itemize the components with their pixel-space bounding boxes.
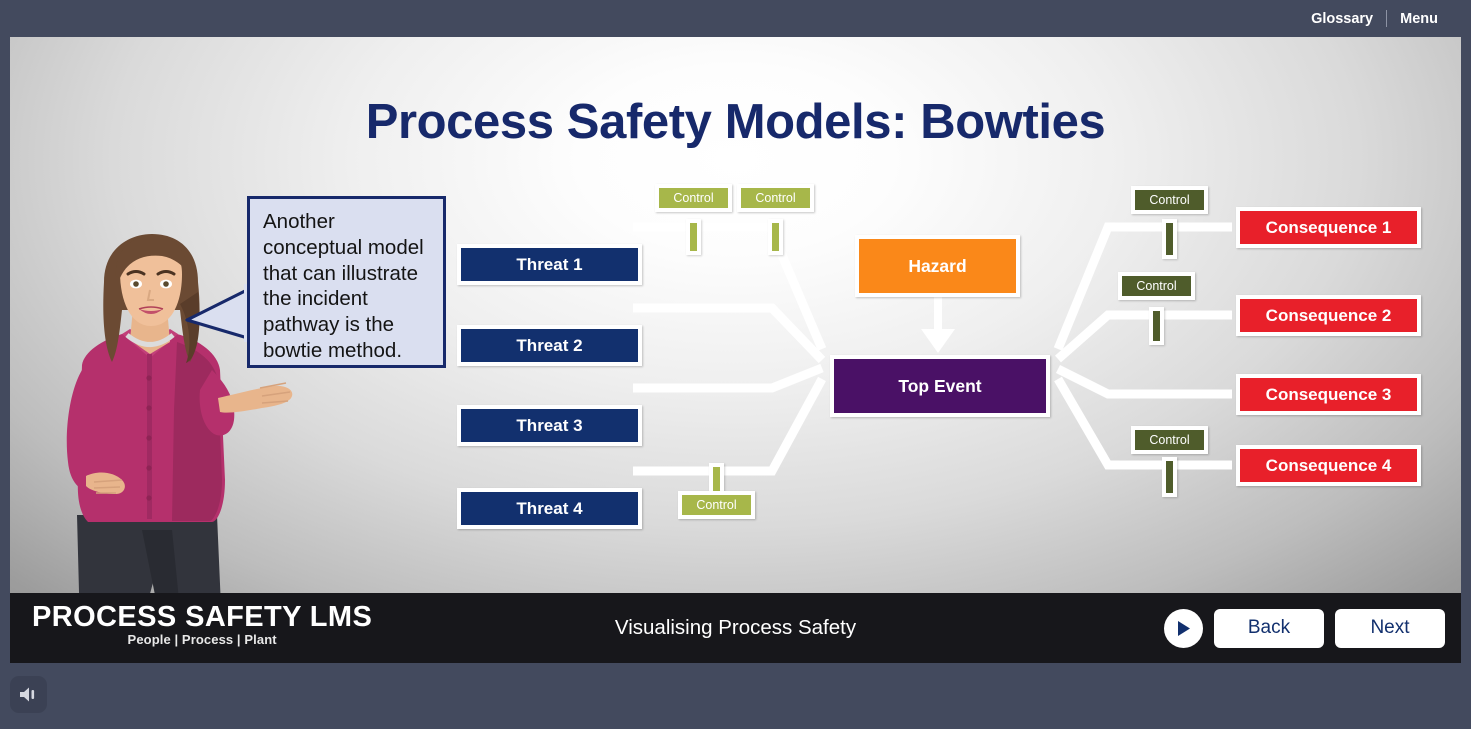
hazard-label: Hazard (908, 255, 967, 276)
control-label: Control (755, 191, 796, 205)
consequence-label: Consequence 2 (1265, 305, 1392, 325)
control-label: Control (1149, 193, 1190, 207)
control-stem-right-3 (1162, 457, 1177, 497)
threat-box-2[interactable]: Threat 2 (457, 325, 642, 366)
logo-main-text: PROCESS SAFETY LMS (32, 601, 373, 633)
threat-label: Threat 4 (516, 498, 583, 518)
consequence-label: Consequence 1 (1265, 217, 1392, 237)
play-button[interactable] (1164, 608, 1203, 648)
volume-button[interactable] (10, 676, 47, 713)
next-button-label: Next (1370, 617, 1410, 638)
top-event-label: Top Event (898, 375, 982, 396)
control-label: Control (1136, 279, 1177, 293)
next-button[interactable]: Next (1335, 608, 1445, 648)
speech-bubble-text: Another conceptual model that can illust… (263, 210, 424, 362)
control-stem-right-1 (1162, 219, 1177, 259)
control-label: Control (673, 191, 714, 205)
control-box-left-3[interactable]: Control (678, 491, 755, 519)
threat-box-3[interactable]: Threat 3 (457, 405, 642, 446)
glossary-button[interactable]: Glossary (1311, 10, 1374, 27)
control-label: Control (696, 498, 737, 512)
threat-box-4[interactable]: Threat 4 (457, 488, 642, 529)
brand-logo: PROCESS SAFETY LMS People | Process | Pl… (32, 602, 372, 648)
consequence-box-2[interactable]: Consequence 2 (1236, 295, 1421, 336)
consequence-box-3[interactable]: Consequence 3 (1236, 374, 1421, 415)
control-box-left-2[interactable]: Control (737, 184, 814, 212)
play-icon (1178, 620, 1190, 636)
footer-navigation: Back Next (1164, 593, 1445, 663)
control-stem-right-2 (1149, 307, 1164, 345)
control-stem-left-2 (768, 219, 783, 255)
consequence-label: Consequence 3 (1265, 384, 1392, 404)
control-box-left-1[interactable]: Control (655, 184, 732, 212)
page-title: Process Safety Models: Bowties (365, 95, 1106, 149)
control-label: Control (1149, 433, 1190, 447)
bowtie-connectors (633, 222, 1232, 476)
consequence-label: Consequence 4 (1265, 455, 1392, 475)
consequence-box-1[interactable]: Consequence 1 (1236, 207, 1421, 248)
top-event-box[interactable]: Top Event (830, 355, 1050, 417)
footer-bar: PROCESS SAFETY LMS People | Process | Pl… (10, 593, 1461, 663)
presenter-character (66, 234, 293, 593)
menu-button[interactable]: Menu (1400, 10, 1438, 27)
logo-tagline: People | Process | Plant (127, 632, 277, 647)
control-stem-left-1 (686, 219, 701, 255)
topbar-divider (1386, 10, 1388, 27)
back-button-label: Back (1247, 617, 1291, 638)
speaker-icon (20, 687, 35, 702)
threat-label: Threat 3 (516, 415, 583, 435)
control-box-right-2[interactable]: Control (1118, 272, 1195, 300)
top-navigation-bar: Glossary Menu (0, 0, 1471, 37)
threat-box-1[interactable]: Threat 1 (457, 244, 642, 285)
speech-bubble: Another conceptual model that can illust… (247, 196, 446, 368)
threat-label: Threat 2 (516, 335, 583, 355)
consequence-box-4[interactable]: Consequence 4 (1236, 445, 1421, 486)
back-button[interactable]: Back (1214, 608, 1324, 648)
slide-canvas: Process Safety Models: Bowties (10, 37, 1461, 593)
threat-label: Threat 1 (516, 254, 583, 274)
control-box-right-3[interactable]: Control (1131, 426, 1208, 454)
hazard-box[interactable]: Hazard (855, 235, 1020, 297)
control-box-right-1[interactable]: Control (1131, 186, 1208, 214)
